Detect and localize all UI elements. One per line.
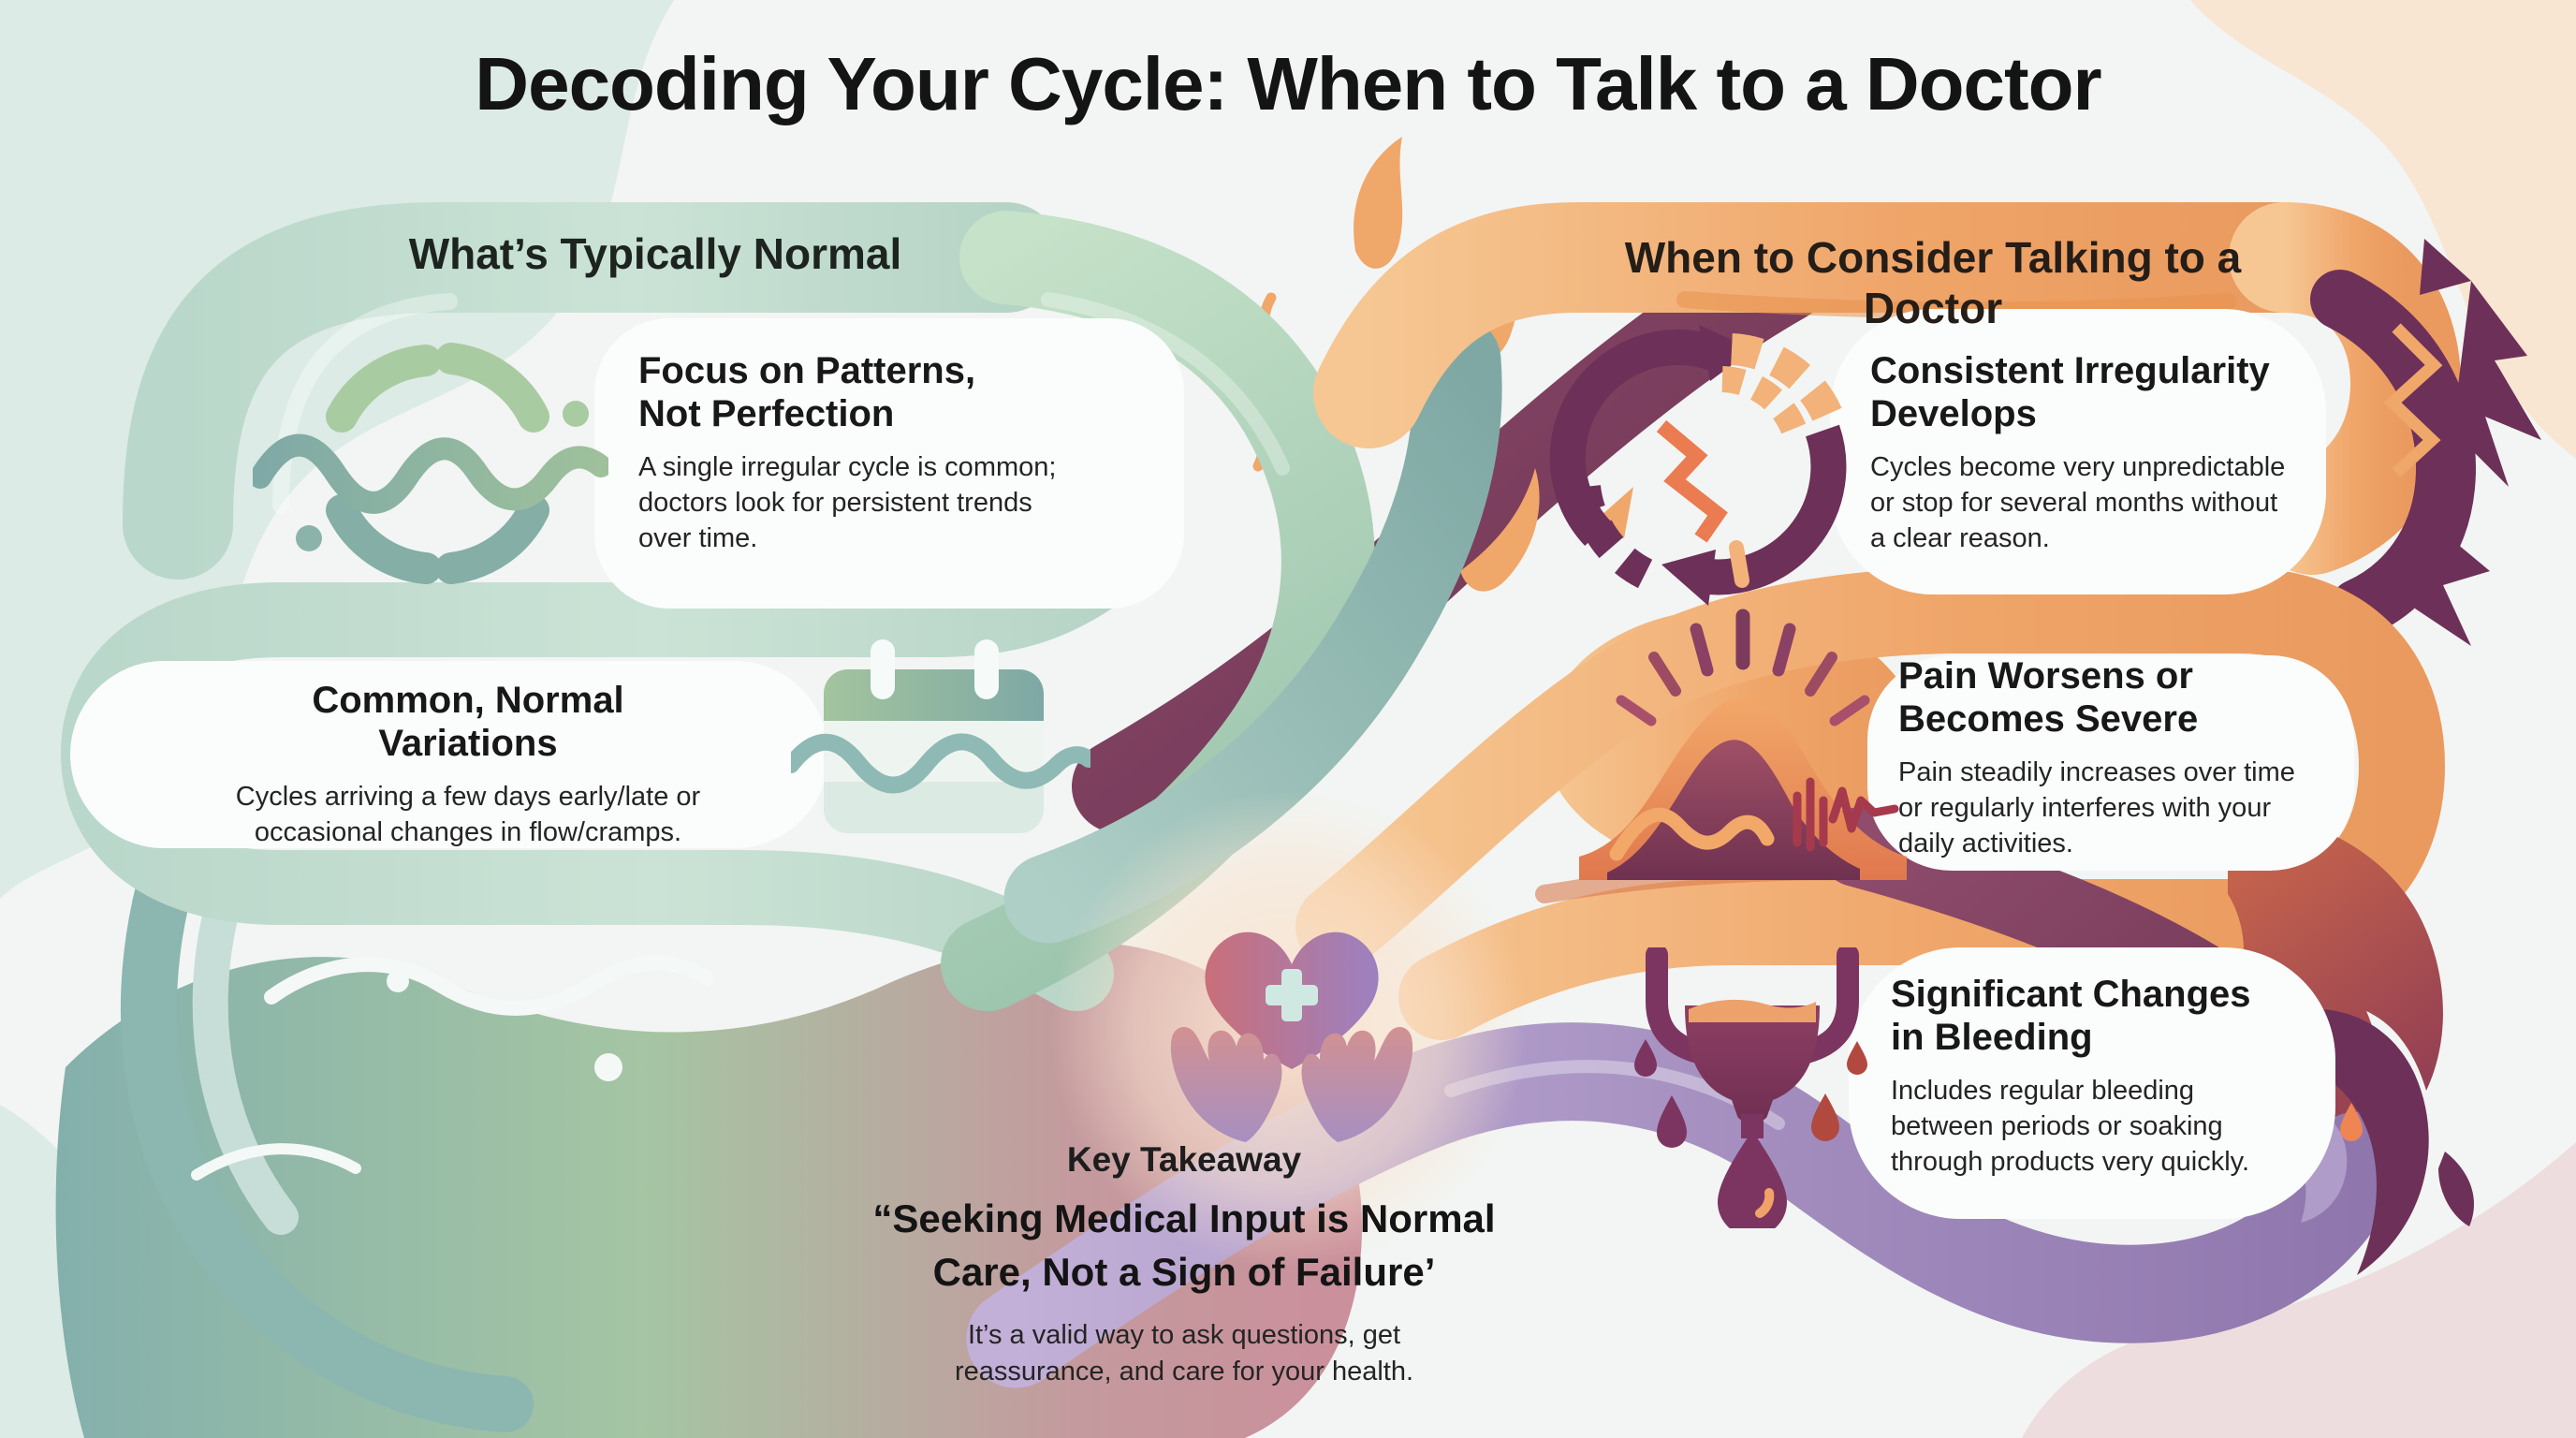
doctor-card-irregularity: Consistent Irregularity Develops Cycles … <box>1870 350 2320 556</box>
text-cards <box>70 309 2354 1219</box>
normal-card-variations-body: Cycles arriving a few days early/late or… <box>235 782 701 847</box>
corner-blob-top-right <box>2190 0 2576 459</box>
doctor-section-header: When to Consider Talking to a Doctor <box>1624 233 2242 332</box>
takeaway-label: Key Takeaway <box>1066 1140 1302 1179</box>
doctor-card-pain-body: Pain steadily increases over time or reg… <box>1898 757 2295 858</box>
takeaway-quote: “Seeking Medical Input is Normal Care, N… <box>872 1196 1496 1294</box>
normal-card-patterns-body: A single irregular cycle is common; doct… <box>638 452 1057 553</box>
doctor-card-bleeding-heading: Significant Changes in Bleeding <box>1891 974 2251 1058</box>
key-takeaway: Key Takeaway “Seeking Medical Input is N… <box>810 1140 1559 1390</box>
bleeding-drops-icon <box>1631 947 1874 1228</box>
doctor-card-pain-heading: Pain Worsens or Becomes Severe <box>1898 655 2199 740</box>
normal-card-patterns-heading: Focus on Patterns, Not Perfection <box>638 350 976 434</box>
cycle-wave-icon <box>253 337 608 590</box>
normal-header-band <box>123 202 1061 580</box>
irregular-cycle-icon <box>1549 314 1867 609</box>
doctor-card-irregularity-heading: Consistent Irregularity Develops <box>1870 350 2270 434</box>
heart-hands-icon <box>1156 906 1427 1150</box>
normal-card-patterns: Focus on Patterns, Not Perfection A sing… <box>638 350 1163 556</box>
normal-section-header: What’s Typically Normal <box>408 229 902 278</box>
corner-blob-bottom-right <box>2022 1142 2576 1438</box>
takeaway-body: It’s a valid way to ask questions, get r… <box>954 1320 1414 1387</box>
normal-card-variations-heading: Common, Normal Variations <box>312 680 624 764</box>
pain-spike-icon <box>1565 609 1921 880</box>
purple-zigzag-cluster <box>2310 239 2541 646</box>
doctor-card-pain: Pain Worsens or Becomes Severe Pain stea… <box>1898 655 2348 861</box>
page-title: Decoding Your Cycle: When to Talk to a D… <box>475 42 2101 125</box>
doctor-card-bleeding: Significant Changes in Bleeding Includes… <box>1891 974 2349 1180</box>
calendar-wave-icon <box>791 623 1090 861</box>
doctor-card-bleeding-body: Includes regular bleeding between period… <box>1891 1076 2250 1177</box>
normal-card-variations: Common, Normal Variations Cycles arrivin… <box>131 680 805 851</box>
doctor-card-irregularity-body: Cycles become very unpredictable or stop… <box>1870 452 2286 553</box>
